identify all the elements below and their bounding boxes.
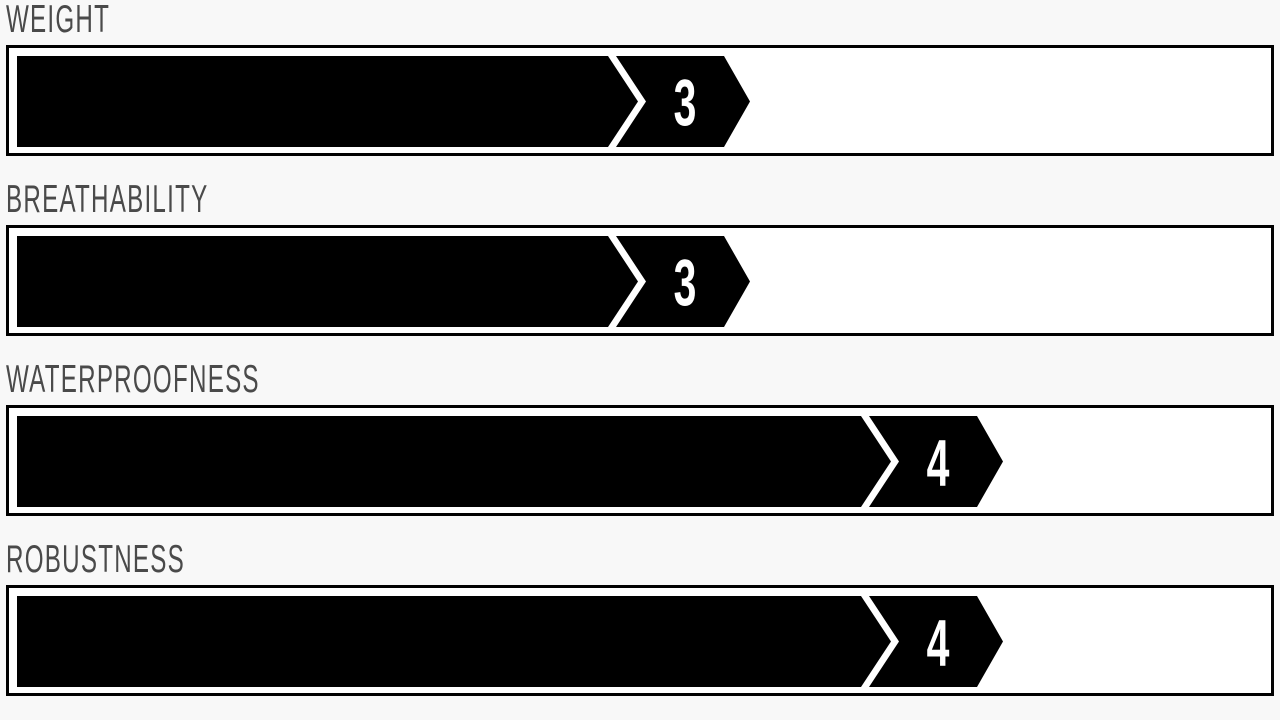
rating-value: 3	[674, 65, 697, 140]
bar-fill	[17, 416, 891, 507]
rating-row-breathability: BREATHABILITY 3	[0, 180, 1280, 360]
rating-row-waterproofness: WATERPROOFNESS 4	[0, 360, 1280, 540]
rating-bar-graphic: 4	[6, 585, 1274, 696]
rating-row-robustness: ROBUSTNESS 4	[0, 540, 1280, 720]
rating-label: WEIGHT	[6, 0, 111, 41]
rating-label: BREATHABILITY	[6, 178, 209, 221]
rating-row-weight: WEIGHT 3	[0, 0, 1280, 180]
value-badge	[616, 236, 750, 327]
rating-bar-graphic: 3	[6, 225, 1274, 336]
rating-bar-graphic: 4	[6, 405, 1274, 516]
bar-fill	[17, 56, 638, 147]
rating-label: ROBUSTNESS	[6, 538, 186, 581]
rating-value: 4	[927, 425, 950, 500]
rating-bar: 3	[0, 222, 1280, 338]
rating-value: 3	[674, 245, 697, 320]
rating-bar: 4	[0, 402, 1280, 518]
rating-bar: 3	[0, 42, 1280, 158]
rating-bar: 4	[0, 582, 1280, 698]
rating-value: 4	[927, 605, 950, 680]
value-badge	[869, 416, 1003, 507]
bar-fill	[17, 236, 638, 327]
value-badge	[616, 56, 750, 147]
value-badge	[869, 596, 1003, 687]
rating-label: WATERPROOFNESS	[6, 358, 260, 401]
bar-fill	[17, 596, 891, 687]
rating-bar-graphic: 3	[6, 45, 1274, 156]
